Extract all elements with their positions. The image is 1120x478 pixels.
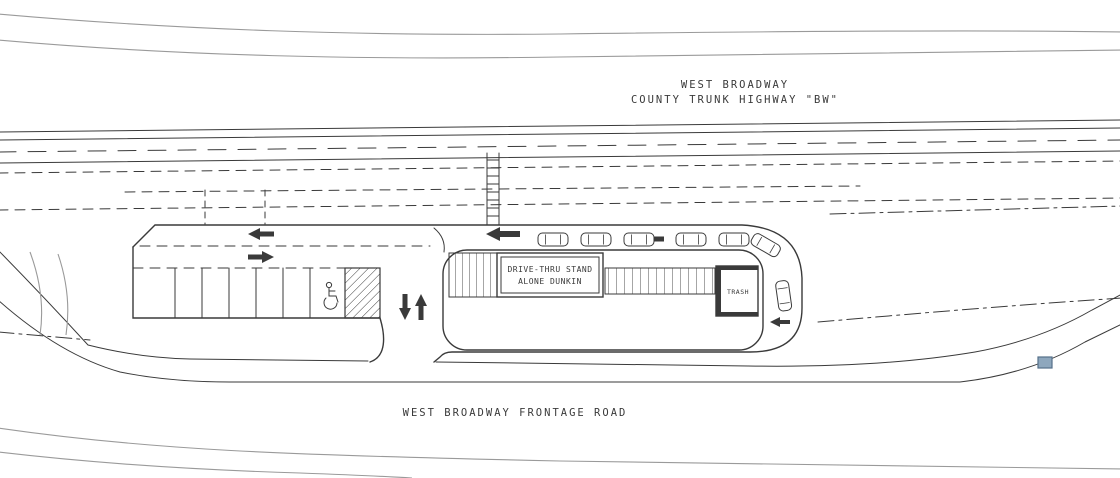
- car-icon: [537, 232, 569, 247]
- aisle-arrow-right-icon: [248, 251, 274, 263]
- building-label-line1: DRIVE-THRU STAND: [507, 265, 592, 274]
- building-footprint: DRIVE-THRU STAND ALONE DUNKIN: [496, 252, 604, 298]
- car-icon: [718, 232, 750, 247]
- hatched-island: [344, 267, 381, 319]
- car-icon: [623, 232, 655, 247]
- parking-stalls: [174, 267, 311, 319]
- highway-route-label: COUNTY TRUNK HIGHWAY "BW": [631, 94, 839, 106]
- survey-marker-square: [1037, 356, 1053, 369]
- frontage-road-label: WEST BROADWAY FRONTAGE ROAD: [403, 407, 628, 419]
- aisle-arrow-left-icon: [248, 228, 274, 240]
- walkway-grid: [604, 267, 716, 295]
- frontage-road: [0, 251, 1120, 383]
- queue-arrow-left-icon: [486, 227, 520, 241]
- car-icon: [749, 231, 783, 259]
- highway-pavement: [0, 119, 1120, 215]
- trash-enclosure: TRASH: [715, 265, 759, 317]
- car-icon: [580, 232, 612, 247]
- accessible-parking-icon: [323, 281, 339, 310]
- site-curb-outline: [132, 224, 803, 363]
- car-icon: [774, 279, 793, 313]
- highway-name-label: WEST BROADWAY: [681, 79, 789, 91]
- driveway-arrow-up-icon: [415, 294, 427, 320]
- drive-thru-island: [442, 249, 764, 351]
- building-label-line2: ALONE DUNKIN: [518, 277, 582, 286]
- driveway-arrow-down-icon: [399, 294, 411, 320]
- car-icon: [675, 232, 707, 247]
- canopy-grid: [448, 252, 498, 298]
- south-boundary-lines: [0, 427, 1120, 478]
- loop-arrow-left-icon: [770, 317, 790, 327]
- north-boundary-lines: [0, 13, 1120, 59]
- trash-label: TRASH: [727, 288, 749, 296]
